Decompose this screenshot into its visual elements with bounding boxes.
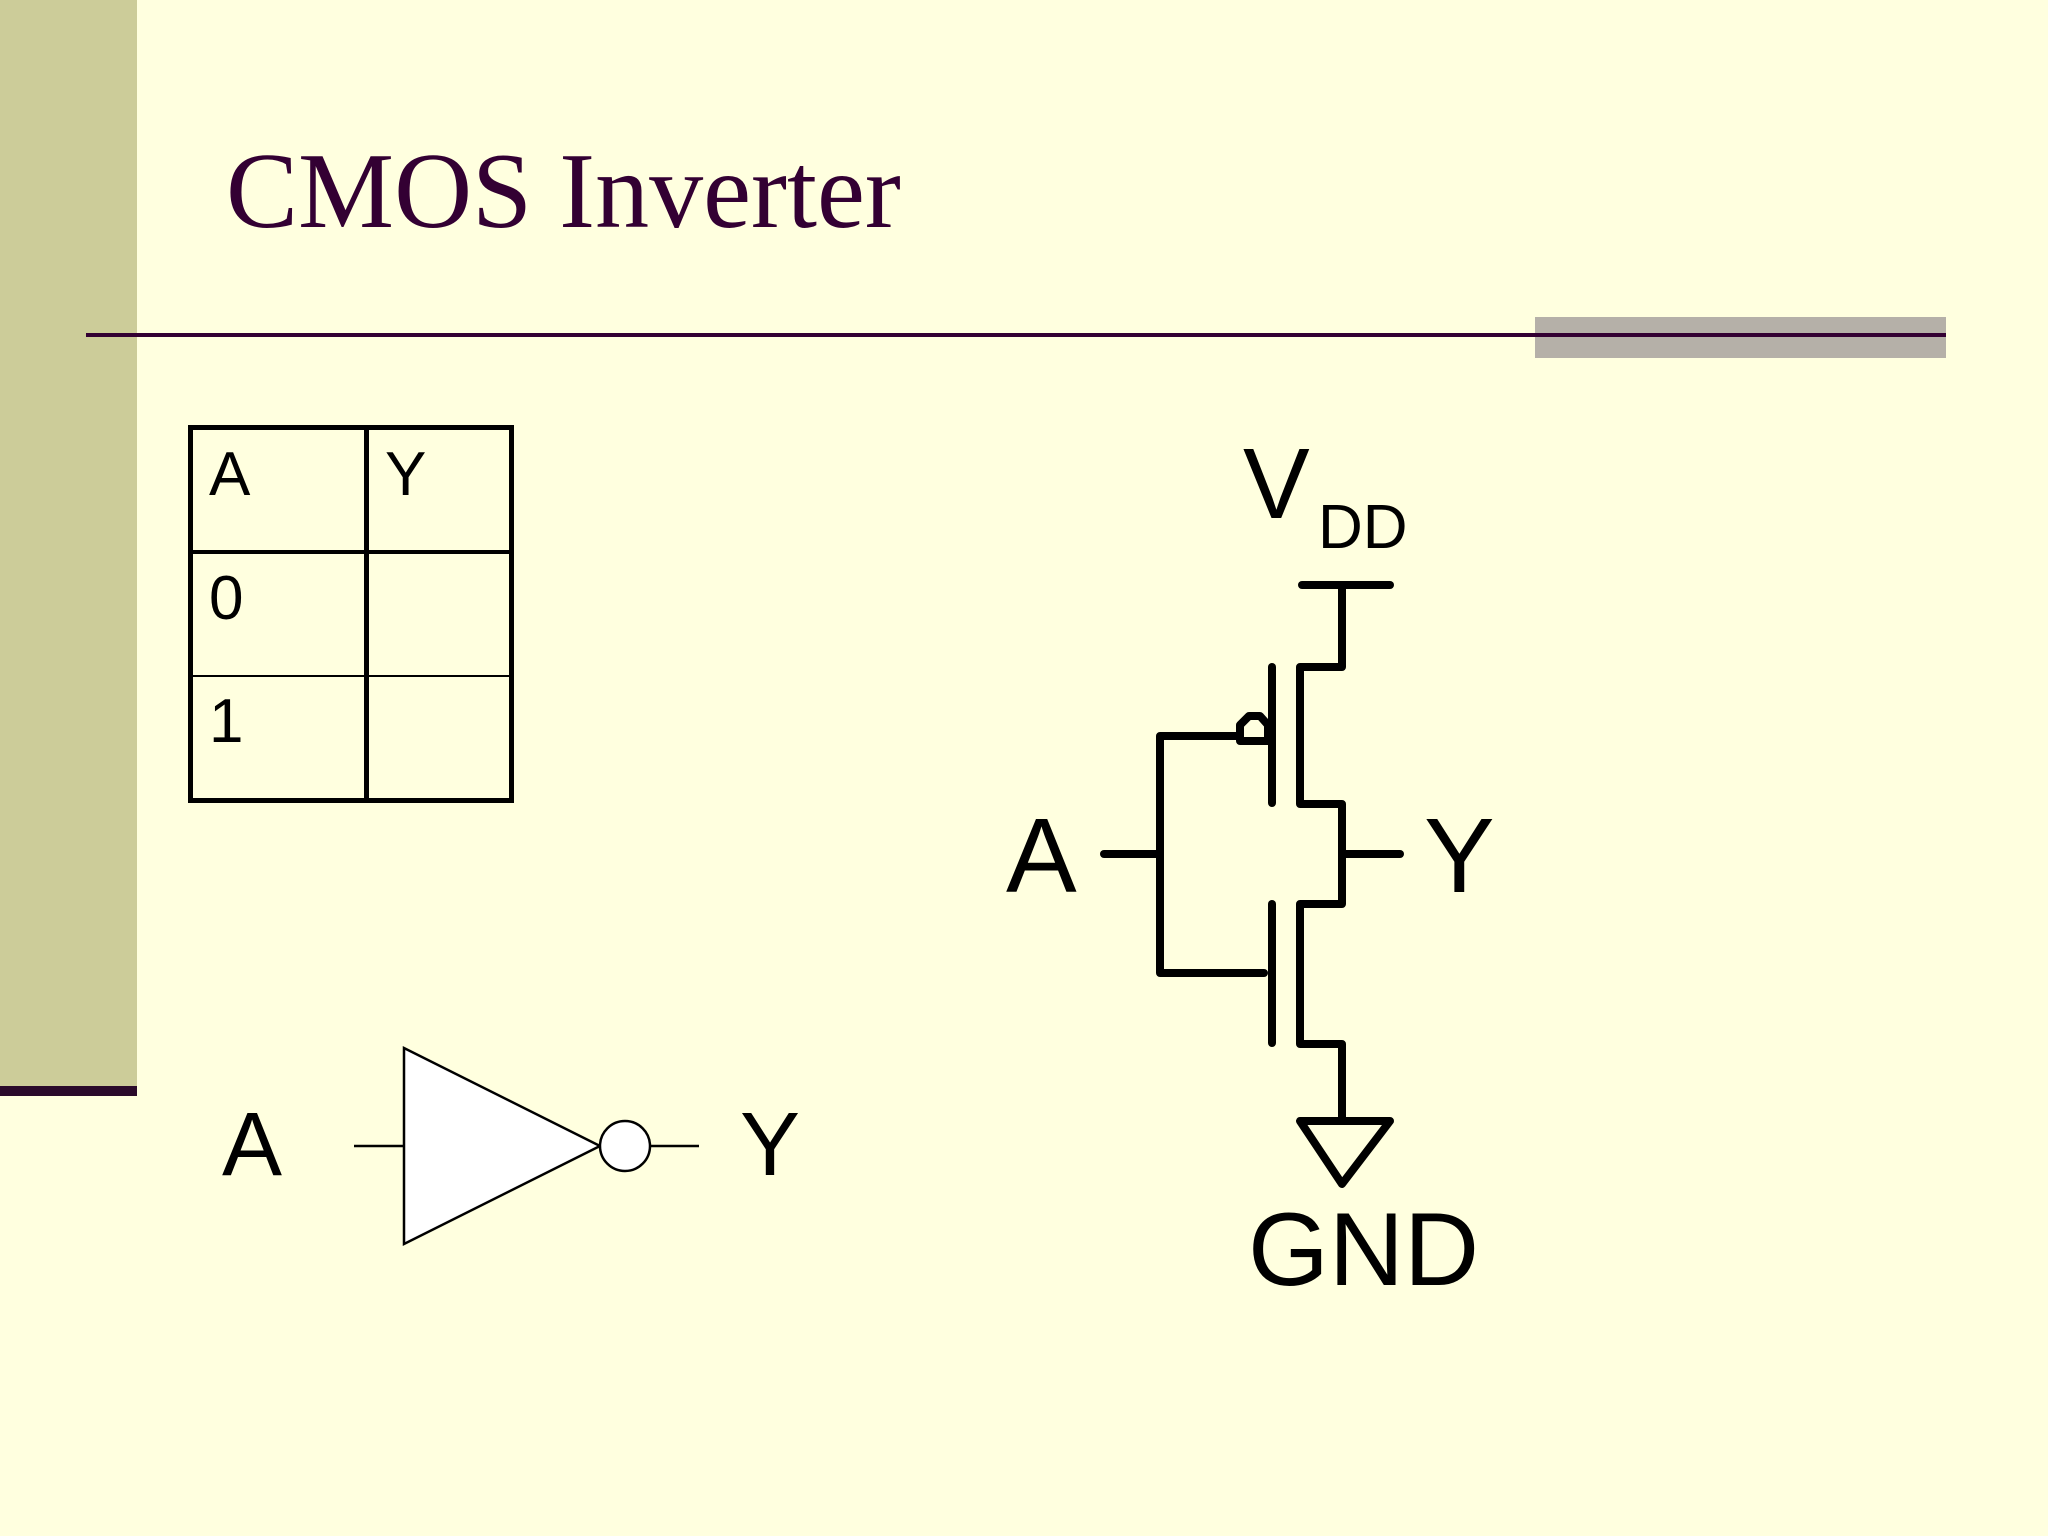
- truth-table-row: 1: [189, 675, 513, 802]
- cmos-schematic: [1100, 581, 1404, 1188]
- vdd-label: V: [1243, 428, 1310, 540]
- pmos-inversion-bubble: [1236, 712, 1272, 745]
- gate-triangle: [402, 1045, 603, 1247]
- truth-table-cell: [365, 550, 513, 678]
- side-bar-foot: [0, 1086, 137, 1096]
- inverter-gate-symbol: [354, 1045, 699, 1247]
- gate-inversion-bubble: [598, 1119, 652, 1173]
- title-rule-accent-line: [1535, 333, 1946, 337]
- gate-output-label: Y: [740, 1095, 801, 1195]
- truth-table-header-row: A Y: [189, 426, 513, 554]
- truth-table-header-a: A: [189, 426, 369, 554]
- gnd-label: GND: [1248, 1192, 1480, 1308]
- ground-symbol: [1296, 1117, 1394, 1188]
- truth-table-header-y: Y: [365, 426, 513, 554]
- truth-table-cell: [365, 675, 513, 802]
- circuit-input-label: A: [1006, 797, 1077, 915]
- gate-input-label: A: [222, 1095, 283, 1195]
- circuit-output-label: Y: [1424, 797, 1495, 915]
- gate-wires: [1156, 732, 1268, 977]
- truth-table-cell: 0: [189, 550, 369, 678]
- side-bar: [0, 0, 137, 1088]
- truth-table-row: 0: [189, 550, 513, 678]
- drain-source-path: [1296, 581, 1346, 1125]
- truth-table-cell: 1: [189, 675, 369, 802]
- title-rule: [86, 333, 1946, 337]
- vdd-subscript: DD: [1318, 493, 1408, 562]
- truth-table: A Y 0 1: [188, 425, 514, 803]
- title-rule-accent: [1535, 317, 1946, 358]
- slide-title: CMOS Inverter: [226, 132, 901, 251]
